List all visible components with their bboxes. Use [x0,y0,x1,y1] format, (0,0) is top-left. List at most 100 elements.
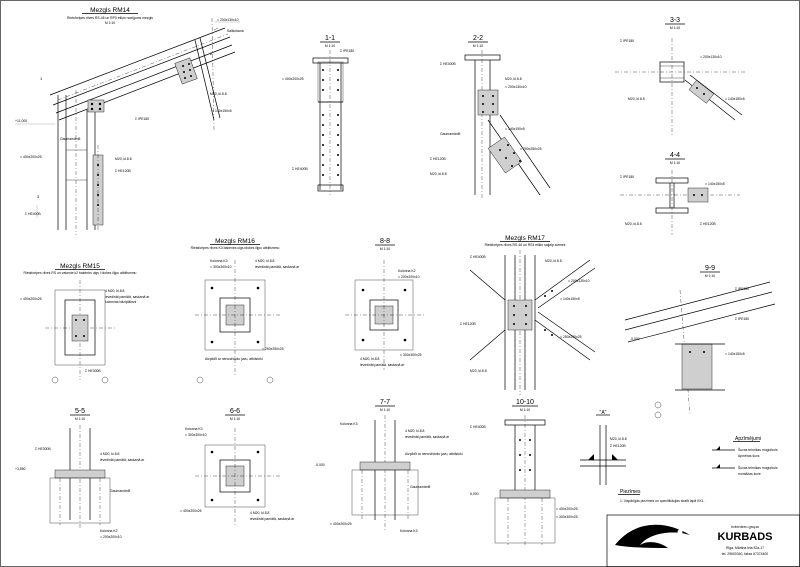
section-1-1-label2: Σ IPE180 [340,49,354,53]
title-rm17: Mezgls RM17 [505,235,545,242]
section-4-4-label: Σ IPE180 [620,175,634,179]
rm14-label-bolts2: M20, kl.8.8 [115,157,132,161]
rm14-sec-marker: 1 [40,76,43,81]
rm15-plate: □ 400x200x25 [20,297,42,301]
section-8-8-anchor-note: ievedināt pamātā, saskaņā ar [360,363,405,367]
notes: Piezīmes 1. Vispārīgās piezīmes un speci… [618,489,705,503]
section-6-6-k3-plate: □ 300x300x10 [185,433,207,437]
section-7-7-k3b: Kolonna K3 [400,529,418,533]
section-2-2: 2-2 M 1:10 Σ HE400B M20, kl.8.8 □ 200x13… [430,35,551,198]
section-10-10-plate2: □ 300x300x25 [556,515,578,519]
section-6-6-title: 6-6 [230,408,240,415]
section-9-9-label: Σ IPE180 [735,287,749,291]
section-5-5-anchor-note: ievedināt pamātā, saskaņā ar [100,458,145,462]
legend-item-2: Apmēras šuvs [738,454,760,458]
rm17-ipe400: Σ HE400B [470,255,486,259]
notes-title: Piezīmes [620,489,641,495]
legend-item-1: Šuvas tehnikas mugurkuls [738,447,778,452]
detail-rm14: Mezgls RM14 Rietsfortpes rilves RS-46 un… [15,7,244,235]
section-7-7-gouged: Gaumamānlīt [410,485,430,489]
subtitle-rm14: Rietsfortpes rilves RS-46 un RP0 etiķin … [67,15,153,20]
rm15-anchor-note2: kolonnas bāziplāksni [105,300,137,304]
section-4-4-plate: □ 140x150x5 [705,182,725,186]
rm14-label-ipe180: Σ IPE180 [135,117,149,121]
section-4-4-bolts: M20, kl.8.8 [625,222,642,226]
section-6-6-plate: □ 400x200x25 [180,509,202,513]
legend-item-3: Šuvas tehnikas mugurkuls [738,465,778,470]
rm14-label-plate: □ 200x130x10 [217,18,239,22]
section-8-8-k2-plate: □ 200x200x10 [398,275,420,279]
section-5-5-label: Σ HE300B [35,447,51,451]
section-2-2-scale: M 1:10 [473,44,483,48]
rm17-plate4: □ 250x250x25 [560,335,582,339]
section-7-7: 7-7 M 1:10 -0,000 Kolonna K3 4 M20, kl.8… [315,399,463,533]
company-address: Rīga, Mārtiņa iela 52a-17 [726,546,764,550]
section-9-9-scale: M 1:10 [705,274,715,278]
rm14-label-bolts: M20, kl.8.8 [210,92,227,96]
section-4-4: 4-4 M 1:10 Σ IPE180 □ 140x150x5 M20, kl.… [620,152,740,235]
rm14-sec-marker-2: 2 [210,51,213,56]
rm14-sec-marker-3: 3 [37,194,40,199]
section-5-5-gouged: Gaumamānlīt [110,489,130,493]
section-2-2-title: 2-2 [473,35,483,42]
section-6-6-k3: Kolonna K3 [185,427,203,431]
rm14-label-plate3: □ 400x200x25 [20,155,42,159]
rm15-anchor-note: ievedināt pamātā, saskaņā ar [105,295,150,299]
section-9-9-title: 9-9 [705,265,715,272]
rm14-label-ipe400: Σ HE400B [25,212,41,216]
section-7-7-anchor: 4 M20, kl.8.8 [405,429,425,433]
rm16-anchor-note: ievedināt pamātā, saskaņā ar [255,265,300,269]
section-2-2-bolts2: M20, kl.8.8 [430,172,447,176]
rm14-level-1: +11,000 [15,119,27,123]
section-3-3-label: Σ IPE180 [620,39,634,43]
title-rm16: Mezgls RM16 [215,238,255,245]
section-7-7-level: -0,000 [315,463,325,467]
section-1-1-label: Σ HE400B [292,167,308,171]
company-logo [615,524,690,548]
rm17-bolts: M20, kl.8.8 [545,259,562,263]
section-10-10-plate: □ 400x200x25 [556,507,578,511]
company-phone: tel. 29600340, fakss 67374400 [722,552,768,556]
section-4-4-title: 4-4 [670,152,680,159]
detail-rm15: Mezgls RM15 Rietsfortpes rilves RS un va… [20,263,150,384]
section-8-8: 8-8 M 1:10 Kolonna K2 □ 200x200x10 4 M20… [345,238,425,370]
section-6-6-anchor-note: ievedināt pamātā, saskaņā ar [250,517,295,521]
title-rm14: Mezgls RM14 [90,7,130,14]
section-5-5: 5-5 M 1:10 +3,850 Σ HE300B 4 M20, kl.8.8… [15,408,145,539]
section-1-1-title: 1-1 [325,35,335,42]
section-7-7-k3: Kolonna K3 [340,422,358,426]
rm16-k3-plate: □ 300x300x10 [210,265,232,269]
section-1-1-scale: M 1:10 [325,44,335,48]
section-2-2-bolts: M20, kl.8.8 [505,77,522,81]
section-5-5-title: 5-5 [75,408,85,415]
section-2-2-plate4: □ 250x250x25 [520,147,542,151]
section-7-7-note: Aizpildīt ar nenosēdošo javu, atbilstoši [405,452,463,456]
title-rm15: Mezgls RM15 [60,263,100,270]
section-3-3-title: 3-3 [670,17,680,24]
rm17-bolts2: M20, kl.8.8 [470,369,487,373]
section-9-9-plate: □ 140x150x5 [725,352,745,356]
rm14-label-gouged: Gaumamānlīt [60,137,80,141]
subtitle-rm16: Rietsfortpes rilves K3 bakenbs ulgs blok… [191,246,280,250]
company-line1: inženieru grupa [731,524,759,529]
legend: Apzīmējumi Šuvas tehnikas mugurkuls Apmē… [712,436,778,476]
notes-item-1: 1. Vispārīgās piezīmes un specifikācijas… [620,499,705,503]
rm15-ipe300: Σ HE300B [85,369,101,373]
section-10-10-scale: M 1:10 [520,408,530,412]
section-9-9-level: -0,000 [630,337,640,341]
detail-rm17: Mezgls RM17 Rietsfortpes rilves RS-46 un… [460,235,596,395]
section-7-7-title: 7-7 [380,399,390,406]
rm17-plate1: □ 200x130x10 [568,279,590,283]
section-3-3-bolts: M20, kl.8.8 [628,97,645,101]
section-5-5-k2: Kolonna K2 [100,529,118,533]
detail-a-title: "A" [600,410,607,416]
detail-a: "A" M20, kl.8.8 Σ HE120B [580,410,627,485]
rm17-plate2: □ 140x150x5 [560,297,580,301]
section-10-10-title: 10-10 [516,399,534,406]
rm14-label-fill: Saliķošana [227,29,244,33]
section-10-10: 10-10 M 1:10 Σ HE400B 5,000 □ 400x200x25… [470,399,578,545]
section-3-3-plate: □ 200x130x10 [700,55,722,59]
rm17-hea: Σ HE120B [460,322,476,326]
